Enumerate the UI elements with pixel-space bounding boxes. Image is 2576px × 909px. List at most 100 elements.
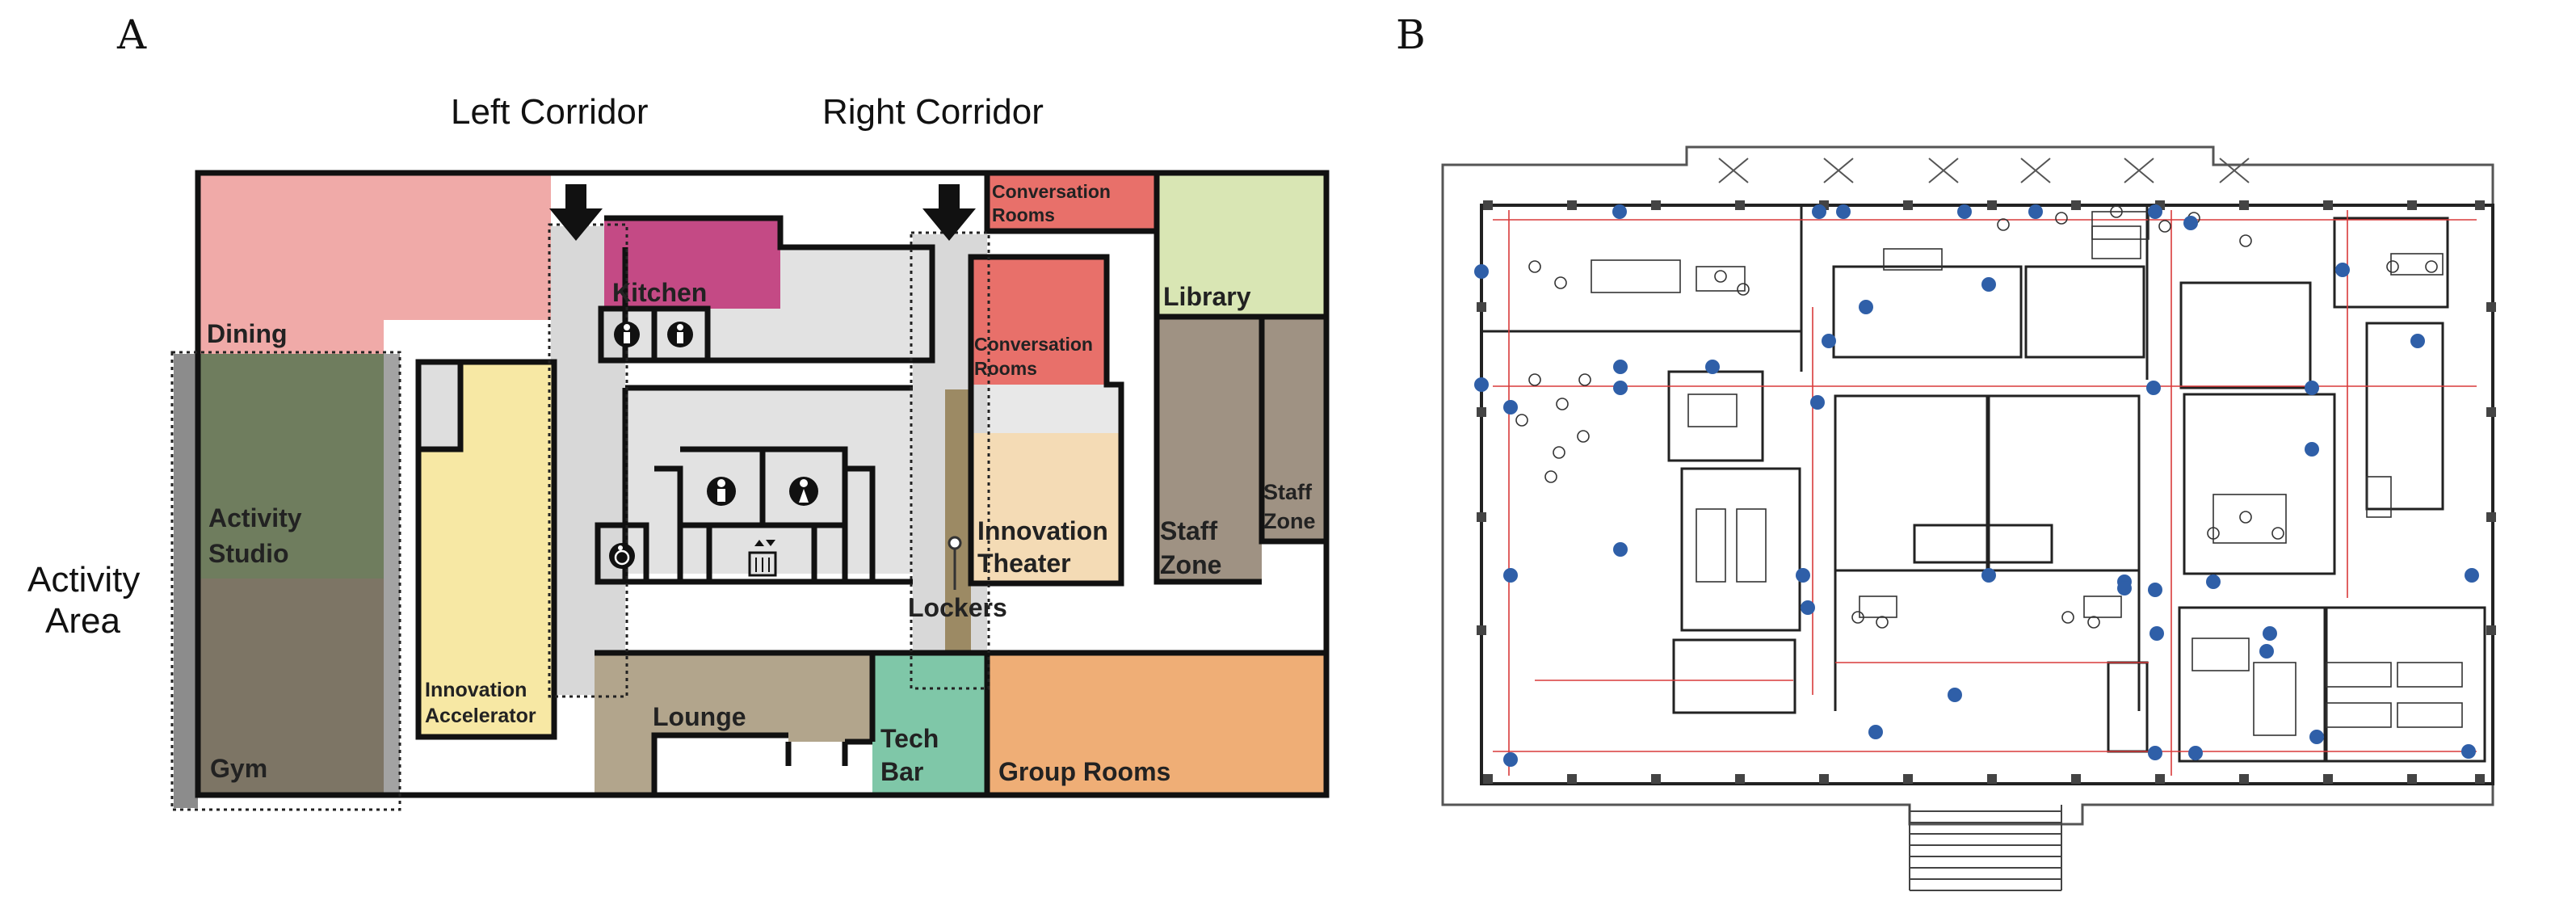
- column-marker: [1477, 407, 1486, 417]
- table: [1859, 595, 1897, 618]
- restroom-icon: [614, 322, 640, 347]
- table: [2326, 662, 2392, 688]
- sensor-dot-icon: [2263, 626, 2277, 641]
- panel-b: B: [1396, 11, 2496, 891]
- lounge-room: [595, 653, 872, 795]
- staff-zone-main-room: [1157, 317, 1262, 582]
- sensor-dot-icon: [1503, 400, 1518, 415]
- chair: [2271, 527, 2284, 540]
- lockers-pointer-dot: [948, 536, 962, 550]
- room-label-dining: Dining: [207, 319, 288, 348]
- sensor-dot-icon: [2148, 746, 2162, 760]
- sensor-dot-icon: [1836, 204, 1851, 219]
- panel-label-a: A: [116, 11, 147, 58]
- accelerator-storage: [418, 362, 460, 449]
- sensor-dot-icon: [1957, 204, 1972, 219]
- staff-zone-side-room: [1262, 317, 1325, 541]
- sensor-dot-icon: [1613, 542, 1628, 557]
- sensor-dot-icon: [1822, 334, 1836, 348]
- dining-room: [198, 173, 551, 354]
- room-label-innovation-accelerator: Innovation: [425, 679, 527, 701]
- sensor-dot-icon: [2206, 574, 2221, 589]
- sensor-dot-icon: [2461, 744, 2476, 759]
- table: [2213, 494, 2287, 544]
- chair: [1528, 260, 1541, 273]
- column-marker: [2486, 302, 2496, 312]
- sensor-dot-icon: [1948, 688, 1962, 702]
- table: [2366, 476, 2392, 518]
- chair: [1578, 373, 1591, 386]
- room-labels: Dining Kitchen Conversation Rooms Conver…: [207, 181, 1316, 786]
- column-marker: [2486, 625, 2496, 635]
- column-marker: [1987, 200, 1997, 210]
- accessible-icon: [609, 543, 635, 569]
- activity-area-label-line1: Activity: [27, 560, 140, 600]
- table: [2253, 662, 2297, 736]
- sensor-dot-icon: [2410, 334, 2425, 348]
- sensor-dot-icon: [2465, 568, 2479, 583]
- sensor-dot-icon: [2259, 644, 2274, 659]
- sensor-dot-icon: [2305, 381, 2319, 395]
- chair: [2158, 220, 2171, 233]
- right-corridor-label: Right Corridor: [822, 92, 1044, 132]
- chair: [2386, 260, 2399, 273]
- sensor-dot-icon: [1981, 277, 1996, 292]
- activity-area-edge: [384, 354, 400, 795]
- sensor-dot-icon: [2149, 626, 2164, 641]
- conversation-rooms-mid: [971, 257, 1107, 385]
- sensor-dot-icon: [2309, 730, 2324, 744]
- dimension-lines: [1493, 210, 2477, 776]
- chair: [1577, 430, 1590, 443]
- group-rooms-room: [987, 653, 1326, 795]
- sensor-dot-icon: [1612, 204, 1627, 219]
- sensor-dot-icon: [1801, 600, 1815, 615]
- room-label-lounge: Lounge: [653, 702, 746, 731]
- column-marker: [2071, 774, 2081, 784]
- chair: [1737, 283, 1750, 296]
- column-marker: [1477, 625, 1486, 635]
- sensor-dot-icon: [1613, 381, 1628, 395]
- table: [2390, 253, 2444, 276]
- sensor-dot-icon: [2188, 746, 2203, 760]
- sensor-dot-icon: [1796, 568, 1810, 583]
- chair: [1851, 611, 1864, 624]
- table: [1883, 248, 1943, 271]
- room-label-activity-studio: Studio: [208, 539, 289, 568]
- chair: [1714, 270, 1727, 283]
- chair: [2207, 527, 2220, 540]
- table: [1736, 508, 1767, 583]
- room-label-group-rooms: Group Rooms: [998, 757, 1170, 786]
- table: [2326, 702, 2392, 728]
- room-label-staff-zone-main: Zone: [1160, 550, 1221, 579]
- room-label-staff-zone-side: Zone: [1263, 509, 1316, 533]
- sensor-dot-icon: [2305, 442, 2319, 457]
- column-marker: [2155, 774, 2165, 784]
- chair: [1554, 276, 1567, 289]
- column-marker: [1567, 200, 1577, 210]
- room-label-staff-zone-side: Staff: [1263, 480, 1313, 504]
- activity-studio-room: [198, 354, 384, 579]
- table: [1687, 393, 1738, 427]
- room-label-conversation-top: Rooms: [992, 204, 1055, 225]
- chair: [2087, 616, 2100, 629]
- column-marker: [1477, 302, 1486, 312]
- room-label-gym: Gym: [210, 754, 267, 783]
- elevator-icon: [748, 540, 777, 577]
- column-markers: [1477, 200, 2496, 784]
- gym-room: [198, 579, 384, 795]
- activity-area-label-line2: Area: [45, 601, 120, 641]
- room-label-conversation-mid: Rooms: [974, 358, 1037, 379]
- entry-stairs: [1909, 805, 2062, 891]
- table: [2191, 638, 2250, 671]
- column-marker: [2486, 407, 2496, 417]
- chair: [2425, 260, 2438, 273]
- sensor-dot-icon: [1474, 377, 1489, 392]
- column-marker: [2486, 512, 2496, 522]
- room-label-kitchen: Kitchen: [612, 278, 707, 307]
- sensor-dot-icon: [1705, 360, 1720, 374]
- column-marker: [2475, 774, 2485, 784]
- sensor-dot-icon: [1812, 204, 1826, 219]
- panel-label-b: B: [1396, 11, 1426, 58]
- column-marker: [2239, 200, 2249, 210]
